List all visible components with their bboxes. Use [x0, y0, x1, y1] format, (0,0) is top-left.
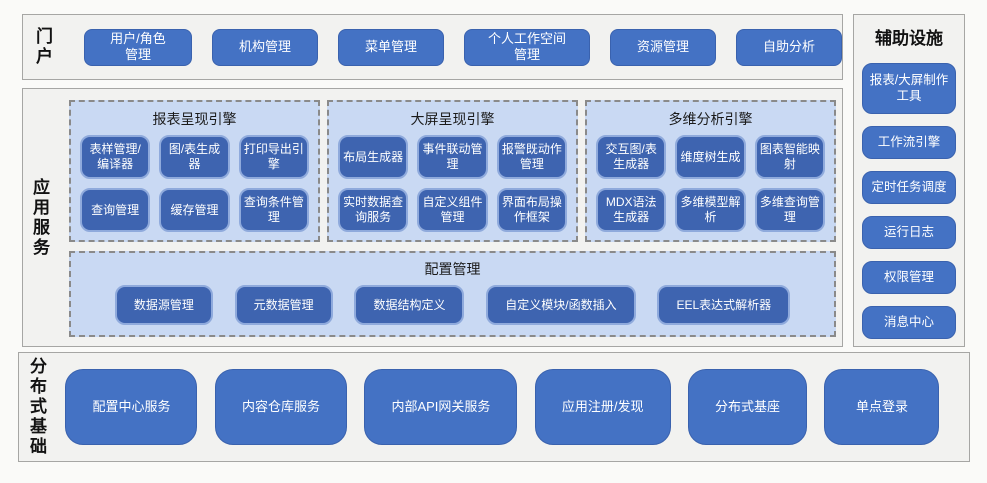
engine-item: 交互图/表生成器	[596, 135, 667, 179]
app-services-label: 应用服务	[33, 177, 50, 257]
engine-item: 缓存管理	[159, 188, 230, 232]
engine-item: 报警既动作管理	[496, 135, 567, 179]
foundation-item-sso: 单点登录	[824, 369, 940, 445]
foundation-item-config-center: 配置中心服务	[65, 369, 198, 445]
aux-item-permission-mgmt: 权限管理	[862, 261, 956, 294]
portal-label: 门户	[36, 26, 53, 66]
config-item-metadata-mgmt: 元数据管理	[234, 285, 333, 325]
config-item-datasource-mgmt: 数据源管理	[114, 285, 213, 325]
report-engine-group: 报表呈现引擎 表样管理/编译器 图/表生成器 打印导出引擎 查询管理 缓存管理 …	[69, 100, 320, 242]
bigscreen-engine-grid: 布局生成器 事件联动管理 报警既动作管理 实时数据查询服务 自定义组件管理 界面…	[338, 135, 567, 232]
foundation-item-app-registry: 应用注册/发现	[534, 369, 671, 445]
aux-item-workflow-engine: 工作流引擎	[862, 126, 956, 159]
engine-item: 布局生成器	[338, 135, 409, 179]
portal-item-self-analysis: 自助分析	[736, 28, 842, 66]
engines-row: 报表呈现引擎 表样管理/编译器 图/表生成器 打印导出引擎 查询管理 缓存管理 …	[69, 100, 836, 242]
aux-item-message-center: 消息中心	[862, 306, 956, 339]
report-engine-title: 报表呈现引擎	[152, 111, 237, 127]
engine-item: MDX语法生成器	[596, 188, 667, 232]
foundation-item-content-repo: 内容仓库服务	[214, 369, 347, 445]
foundation-items: 配置中心服务 内容仓库服务 内部API网关服务 应用注册/发现 分布式基座 单点…	[48, 369, 957, 445]
config-mgmt-items: 数据源管理 元数据管理 数据结构定义 自定义模块/函数插入 EEL表达式解析器	[81, 285, 824, 325]
engine-item: 查询条件管理	[238, 188, 309, 232]
config-mgmt-group: 配置管理 数据源管理 元数据管理 数据结构定义 自定义模块/函数插入 EEL表达…	[69, 251, 836, 337]
auxiliary-items: 报表/大屏制作工具 工作流引擎 定时任务调度 运行日志 权限管理 消息中心	[862, 63, 956, 339]
engine-item: 多维查询管理	[754, 188, 825, 232]
config-item-eel-parser: EEL表达式解析器	[657, 285, 791, 325]
report-engine-grid: 表样管理/编译器 图/表生成器 打印导出引擎 查询管理 缓存管理 查询条件管理	[80, 135, 309, 232]
config-item-custom-module: 自定义模块/函数插入	[486, 285, 636, 325]
engine-item: 表样管理/编译器	[80, 135, 151, 179]
foundation-item-api-gateway: 内部API网关服务	[364, 369, 518, 445]
aux-item-run-logs: 运行日志	[862, 216, 956, 249]
engine-item: 实时数据查询服务	[338, 188, 409, 232]
engine-item: 维度树生成	[675, 135, 746, 179]
app-services-content: 报表呈现引擎 表样管理/编译器 图/表生成器 打印导出引擎 查询管理 缓存管理 …	[69, 100, 836, 337]
engine-item: 自定义组件管理	[417, 188, 488, 232]
config-item-data-structure: 数据结构定义	[354, 285, 465, 325]
portal-items: 用户/角色管理 机构管理 菜单管理 个人工作空间管理 资源管理 自助分析	[84, 28, 842, 66]
engine-item: 图表智能映射	[754, 135, 825, 179]
foundation-section: 分布式基础 配置中心服务 内容仓库服务 内部API网关服务 应用注册/发现 分布…	[18, 352, 970, 462]
app-services-section: 应用服务 报表呈现引擎 表样管理/编译器 图/表生成器 打印导出引擎 查询管理 …	[22, 88, 843, 347]
portal-section: 门户 用户/角色管理 机构管理 菜单管理 个人工作空间管理 资源管理 自助分析	[22, 14, 843, 80]
bigscreen-engine-title: 大屏呈现引擎	[410, 111, 495, 127]
engine-item: 打印导出引擎	[238, 135, 309, 179]
aux-item-report-bigscreen-tool: 报表/大屏制作工具	[862, 63, 956, 114]
aux-item-scheduled-tasks: 定时任务调度	[862, 171, 956, 204]
engine-item: 界面布局操作框架	[496, 188, 567, 232]
olap-engine-grid: 交互图/表生成器 维度树生成 图表智能映射 MDX语法生成器 多维模型解析 多维…	[596, 135, 825, 232]
engine-item: 多维模型解析	[675, 188, 746, 232]
config-mgmt-title: 配置管理	[424, 261, 481, 277]
portal-item-menu-mgmt: 菜单管理	[337, 28, 444, 66]
engine-item: 图/表生成器	[159, 135, 230, 179]
portal-item-org-mgmt: 机构管理	[211, 28, 318, 66]
engine-item: 事件联动管理	[417, 135, 488, 179]
engine-item: 查询管理	[80, 188, 151, 232]
portal-item-resource-mgmt: 资源管理	[610, 28, 716, 66]
auxiliary-section: 辅助设施 报表/大屏制作工具 工作流引擎 定时任务调度 运行日志 权限管理 消息…	[853, 14, 965, 347]
foundation-label: 分布式基础	[30, 356, 47, 457]
portal-item-workspace-mgmt: 个人工作空间管理	[463, 28, 590, 66]
auxiliary-label: 辅助设施	[875, 29, 943, 48]
bigscreen-engine-group: 大屏呈现引擎 布局生成器 事件联动管理 报警既动作管理 实时数据查询服务 自定义…	[327, 100, 578, 242]
olap-engine-group: 多维分析引擎 交互图/表生成器 维度树生成 图表智能映射 MDX语法生成器 多维…	[585, 100, 836, 242]
portal-item-user-role-mgmt: 用户/角色管理	[84, 28, 192, 66]
olap-engine-title: 多维分析引擎	[668, 111, 753, 127]
foundation-item-distributed-base: 分布式基座	[687, 369, 807, 445]
